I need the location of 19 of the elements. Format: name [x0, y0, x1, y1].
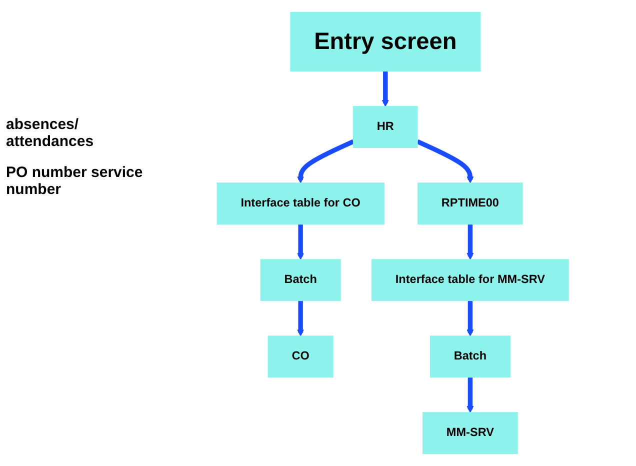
- arrow: [466, 224, 474, 260]
- node-box: Entry screen: [290, 12, 481, 72]
- annotation-text: PO number service number: [6, 164, 144, 198]
- arrow: [297, 300, 304, 336]
- node-box: Interface table for MM-SRV: [372, 259, 570, 302]
- node-box: CO: [268, 336, 334, 378]
- annotation-text: absences/ attendances: [6, 116, 95, 150]
- arrow: [466, 377, 474, 413]
- node-box: RPTIME00: [418, 182, 524, 225]
- node-box: HR: [353, 106, 418, 148]
- arrow: [466, 300, 474, 336]
- arrow: [297, 224, 304, 260]
- node-box: MM-SRV: [422, 412, 518, 454]
- node-box: Batch: [260, 259, 341, 302]
- node-box: Interface table for CO: [216, 182, 385, 225]
- arrow: [382, 71, 389, 107]
- node-box: Batch: [430, 336, 511, 378]
- arrow: [416, 139, 474, 184]
- arrow: [297, 139, 354, 184]
